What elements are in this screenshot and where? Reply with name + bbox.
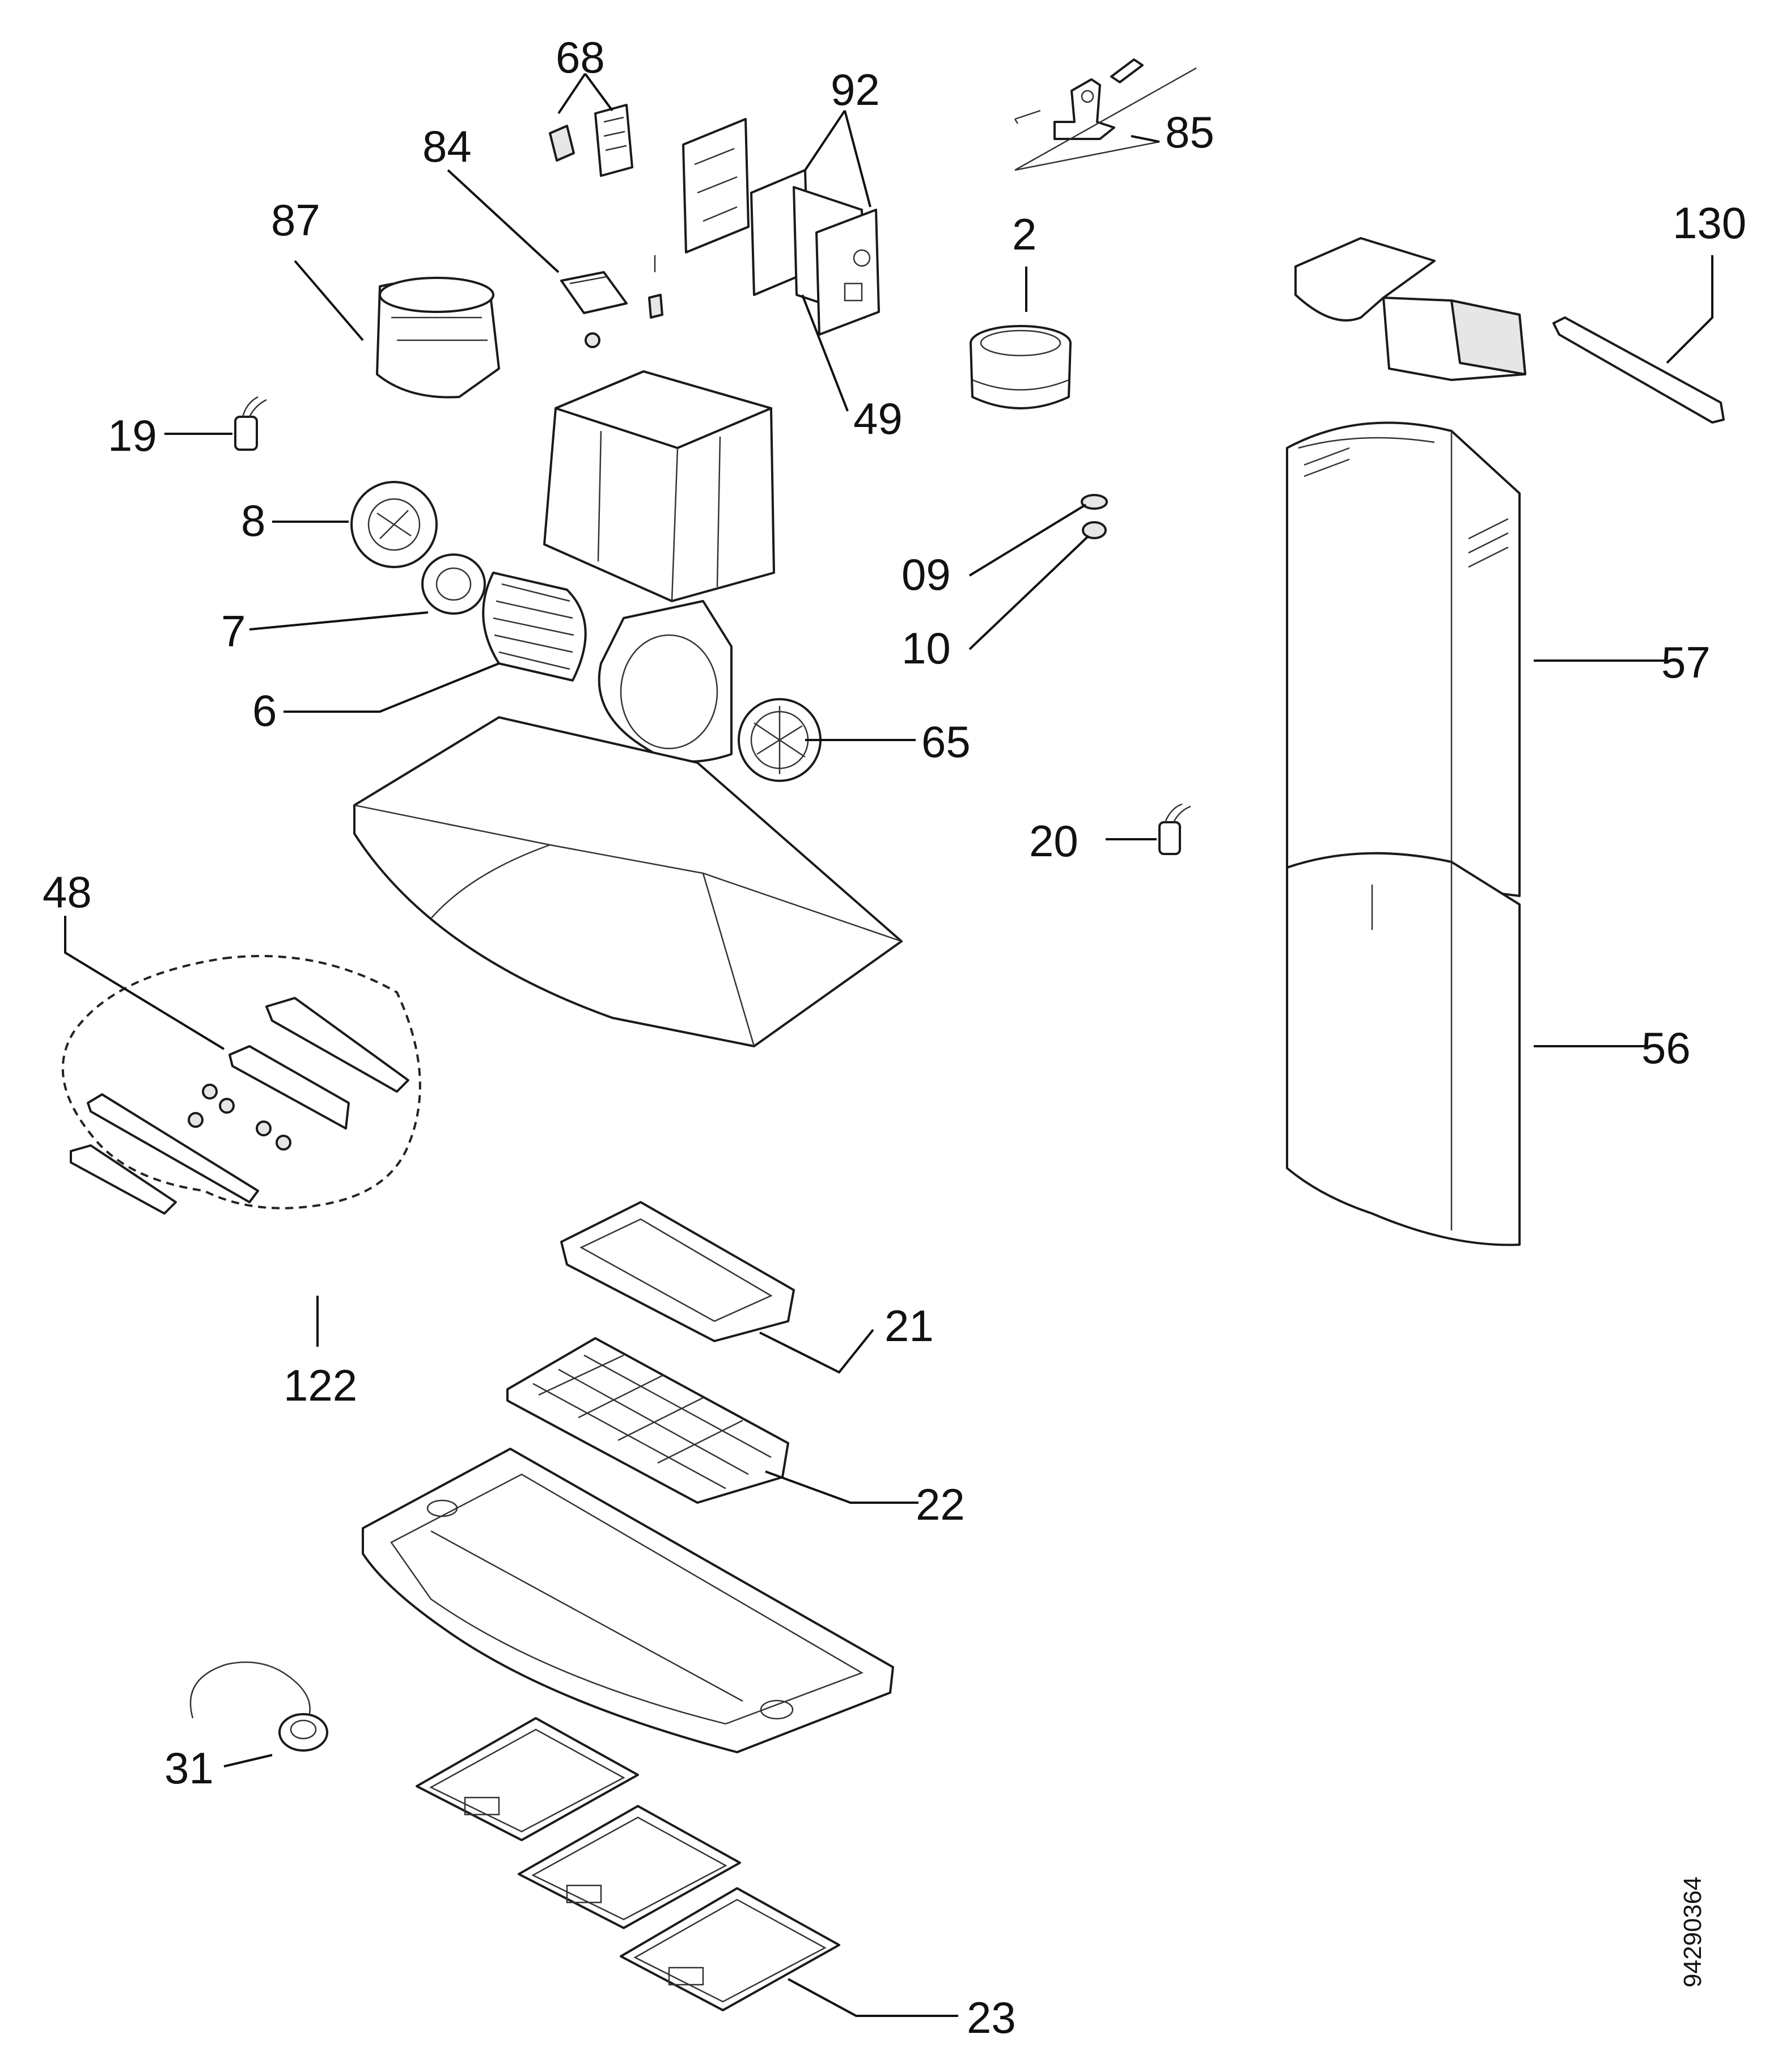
part-22-grease-filter [506, 1337, 789, 1504]
part-130-bracket [1552, 316, 1725, 424]
callout-65: 65 [921, 717, 971, 767]
part-lower-hood-tray [362, 1448, 894, 1753]
part-92-control-boards [682, 118, 880, 336]
part-68-relay-and-board [549, 104, 633, 177]
part-85-wall-bracket [1014, 58, 1197, 171]
callout-49: 49 [853, 394, 903, 443]
part-122-control-panel-group [61, 955, 421, 1215]
part-57-upper-chimney [1286, 421, 1521, 897]
callout-48: 48 [43, 867, 92, 917]
part-10-grommet [1082, 521, 1107, 539]
part-hood-canopy [353, 716, 903, 1047]
part-09-grommet [1081, 494, 1108, 510]
callout-7: 7 [221, 606, 246, 656]
callout-122: 122 [283, 1360, 357, 1410]
part-87-air-outlet [376, 277, 500, 399]
part-21-filter-frame [560, 1201, 795, 1342]
callout-6: 6 [252, 686, 277, 735]
part-56-lower-chimney [1286, 852, 1521, 1246]
callout-31: 31 [164, 1743, 214, 1793]
part-8-motor-plate [350, 481, 438, 568]
part-84-switch [560, 255, 663, 348]
leader-lines [64, 73, 1713, 2017]
callout-10: 10 [902, 623, 951, 673]
callout-130: 130 [1673, 198, 1746, 248]
callout-68: 68 [556, 32, 605, 82]
part-23-carbon-filters [416, 1717, 840, 2011]
part-20-capacitor [1158, 803, 1191, 855]
callout-21: 21 [884, 1301, 934, 1351]
callout-87: 87 [271, 195, 320, 245]
callout-23: 23 [967, 1993, 1016, 2043]
callout-19: 19 [108, 411, 157, 460]
callout-92: 92 [831, 65, 880, 115]
part-motor-housing [543, 370, 775, 602]
callout-20: 20 [1029, 816, 1078, 866]
part-31-lamp [189, 1661, 328, 1752]
callout-2: 2 [1012, 209, 1036, 259]
callout-85: 85 [1165, 107, 1214, 157]
part-65-blower-housing [598, 600, 822, 782]
callout-56: 56 [1641, 1023, 1691, 1073]
callout-labels: 68 92 85 84 87 2 130 19 49 8 09 7 10 57 … [43, 32, 1746, 2043]
part-7-motor [421, 553, 486, 615]
part-19-capacitor [234, 396, 267, 451]
callout-09: 09 [902, 549, 951, 599]
part-duct-transition [1294, 237, 1526, 381]
callout-22: 22 [916, 1479, 965, 1529]
part-2-collar [970, 325, 1072, 409]
callout-57: 57 [1661, 637, 1711, 687]
callout-84: 84 [422, 121, 472, 171]
part-6-impeller [482, 572, 587, 682]
callout-8: 8 [241, 496, 265, 546]
document-id: 94290364 [1679, 1876, 1707, 1988]
